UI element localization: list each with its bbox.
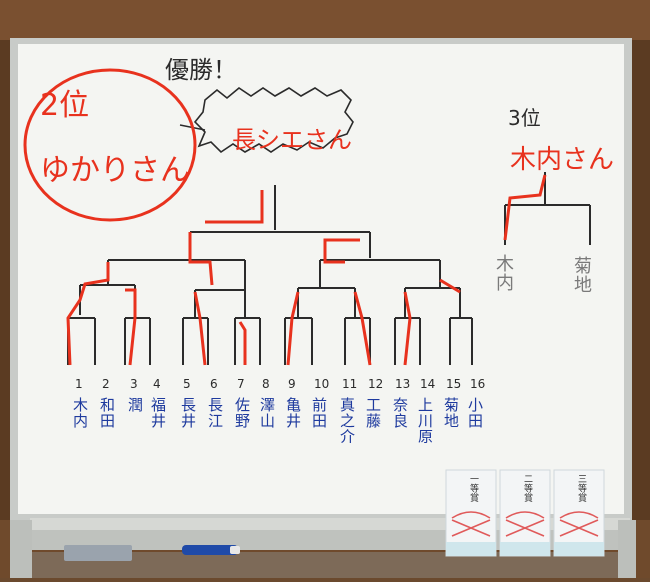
- player-seed: 3: [130, 377, 138, 391]
- player-seed: 7: [237, 377, 245, 391]
- player-seed: 14: [420, 377, 435, 391]
- third-place-name: 木内さん: [510, 145, 614, 175]
- envelope-label: 二等賞: [524, 475, 533, 504]
- player-name: 佐野: [235, 396, 250, 430]
- third-place-match: 木内 菊地: [496, 254, 592, 296]
- player-name: 潤: [128, 396, 143, 414]
- winner-paths: [66, 174, 547, 366]
- player-name: 福井: [151, 396, 166, 430]
- player-seed: 12: [368, 377, 383, 391]
- player-name: 亀井: [286, 396, 301, 430]
- winner-heading: 優勝！: [165, 56, 237, 84]
- player-name: 菊地: [444, 396, 459, 430]
- player-seed: 15: [446, 377, 461, 391]
- player-name: 上川原: [418, 396, 433, 446]
- player-name: 木内: [73, 396, 88, 430]
- third-place-rank: 3位: [508, 106, 541, 130]
- player-seed: 2: [102, 377, 110, 391]
- player-seed: 6: [210, 377, 218, 391]
- player-seed: 5: [183, 377, 191, 391]
- player-seed: 11: [342, 377, 357, 391]
- envelope-labels: 一等賞 二等賞 三等賞: [470, 475, 587, 504]
- second-place-circle: [23, 68, 197, 222]
- player-seed: 8: [262, 377, 270, 391]
- player-name: 澤山: [260, 396, 275, 430]
- player-seed: 1: [75, 377, 83, 391]
- player-name: 小田: [468, 396, 483, 430]
- player-seed: 4: [153, 377, 161, 391]
- envelope-label: 一等賞: [470, 475, 479, 504]
- player-name: 真之介: [340, 396, 355, 446]
- player-list: 1 木内 2 和田 3 潤4 福井 5 長井 6 長江 7 佐野 8 澤山 9 亀井 10 前田 11 真之介 12 工藤 1…: [73, 377, 485, 446]
- third-match-left: 木内: [496, 254, 514, 294]
- player-name: 奈良: [393, 396, 408, 430]
- third-match-right: 菊地: [574, 256, 592, 296]
- blue-marker: [182, 545, 238, 555]
- champion-name: 長シエさん: [232, 126, 352, 154]
- player-seed: 10: [314, 377, 329, 391]
- player-name: 和田: [100, 396, 115, 430]
- player-name: 工藤: [366, 396, 381, 430]
- player-name: 長井: [181, 396, 196, 430]
- player-seed: 16: [470, 377, 485, 391]
- second-place-rank: 2位: [40, 88, 89, 123]
- second-place-name: ゆかりさん: [40, 153, 190, 188]
- prize-envelopes: [445, 469, 605, 557]
- player-name: 長江: [208, 396, 223, 430]
- player-seed: 13: [395, 377, 410, 391]
- envelope-label: 三等賞: [578, 475, 587, 504]
- player-name: 前田: [312, 396, 327, 430]
- eraser: [64, 545, 132, 561]
- player-seed: 9: [288, 377, 296, 391]
